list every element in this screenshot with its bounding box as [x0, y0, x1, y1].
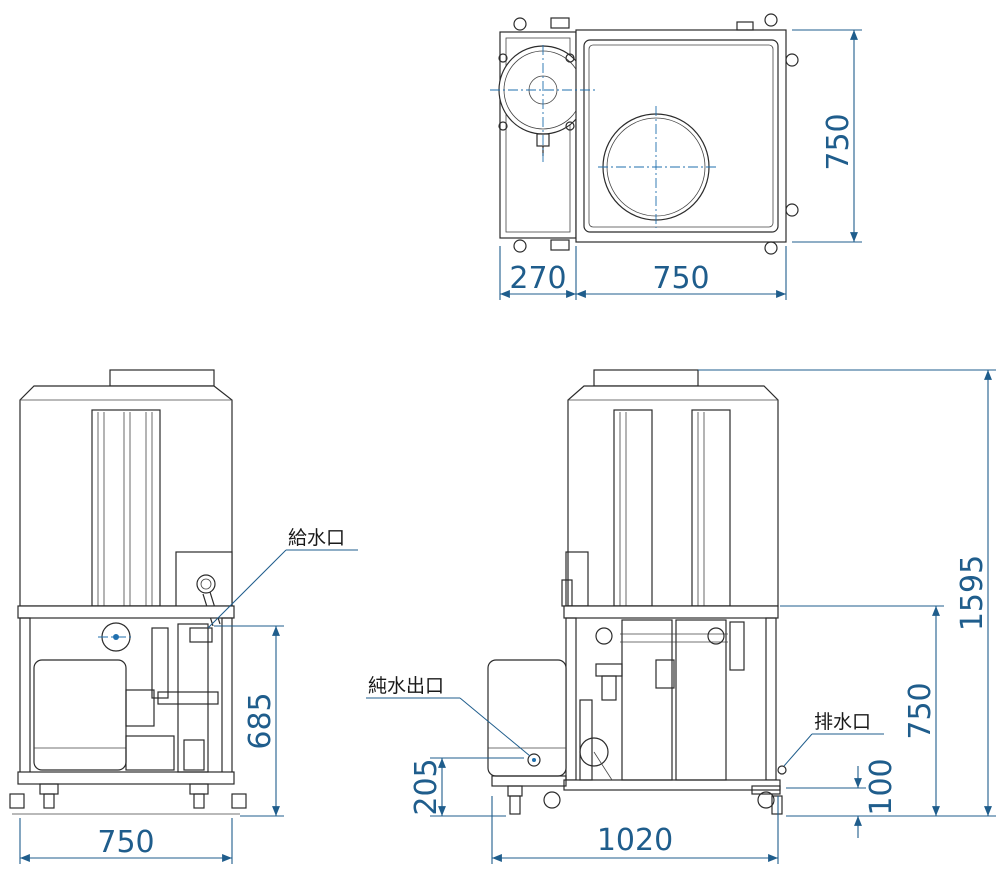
- top-dim-270: 270: [509, 261, 566, 296]
- side-frame-top: [17, 605, 235, 619]
- front-view: 1020 1595 750 100 205 純水出口 排水口: [366, 369, 996, 864]
- top-view-casters: [513, 13, 799, 255]
- callout-drain-port: 排水口: [814, 711, 871, 733]
- membrane-vessel-1: [621, 619, 673, 781]
- side-pump-motor: [33, 659, 127, 771]
- top-view: 270 750 750: [490, 13, 862, 300]
- membrane-vessel-2: [675, 619, 727, 781]
- side-frame-base: [17, 771, 235, 785]
- purified-water-outlet: [527, 753, 541, 767]
- front-dim-205: 205: [409, 758, 444, 815]
- side-dim-750: 750: [97, 825, 154, 860]
- tank-lid: [583, 39, 779, 233]
- front-dim-1020: 1020: [597, 823, 673, 858]
- side-dim-685: 685: [243, 692, 278, 749]
- front-dim-750: 750: [903, 682, 938, 739]
- side-feet: [9, 783, 247, 815]
- callout-purified-water-outlet: 純水出口: [368, 675, 444, 697]
- front-dim-1595: 1595: [955, 555, 990, 631]
- front-frame-base: [563, 779, 781, 791]
- front-dim-100: 100: [864, 758, 899, 815]
- top-dim-750-depth: 750: [821, 113, 856, 170]
- front-pump-motor: [487, 659, 567, 777]
- drain-port: [777, 765, 787, 775]
- front-casters: [491, 775, 783, 815]
- front-tank-cap: [593, 369, 699, 387]
- side-tank-cap: [109, 369, 215, 387]
- inlet-port: [196, 574, 216, 594]
- front-frame-top: [563, 605, 779, 619]
- side-view: 750 685 給水口: [9, 369, 358, 864]
- callout-water-inlet: 給水口: [288, 527, 345, 549]
- top-dim-750-width: 750: [652, 261, 709, 296]
- front-tank-body: [567, 385, 779, 607]
